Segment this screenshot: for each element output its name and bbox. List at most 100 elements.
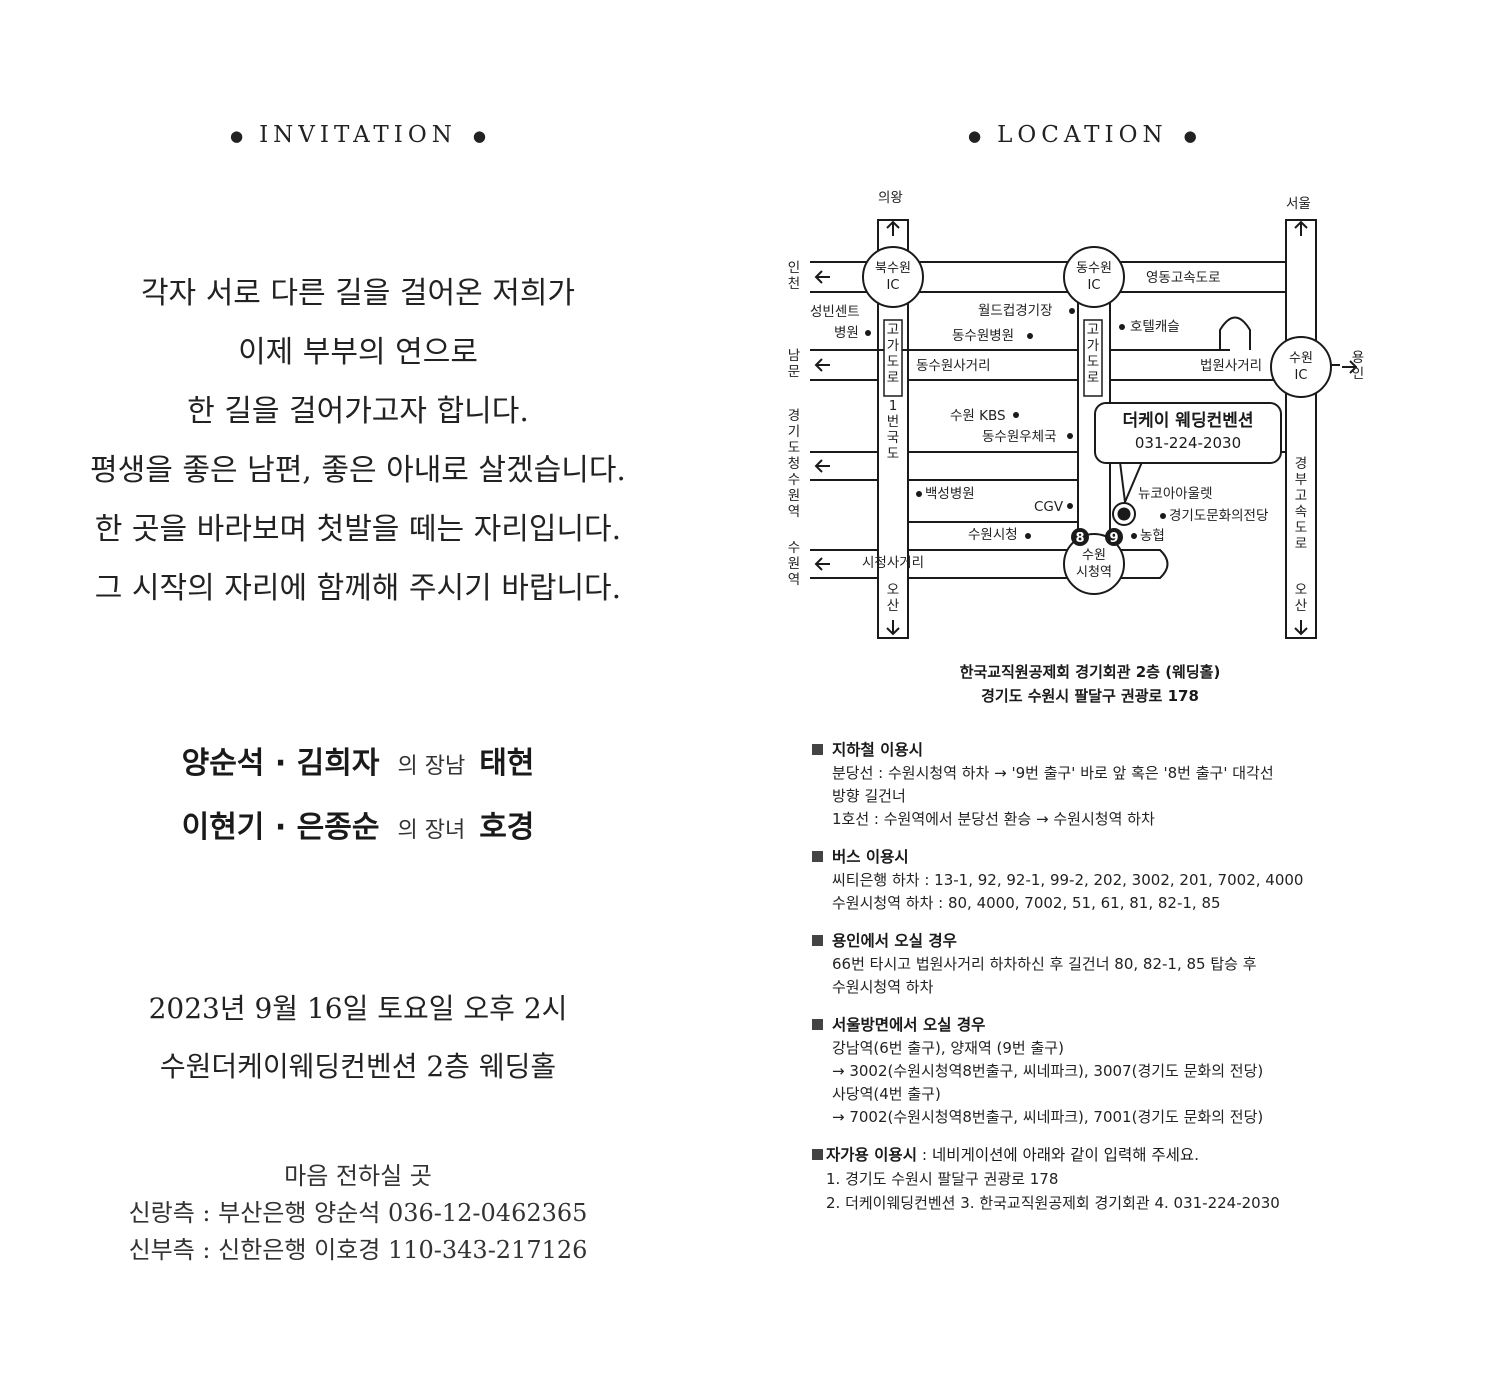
map-label-gyeonggi-station: 경기도청수원역 [787,408,801,520]
address-line-1: 한국교직원공제회 경기회관 2층 (웨딩홀) [959,663,1221,681]
invitation-message: 각자 서로 다른 길을 걸어온 저희가 이제 부부의 연으로 한 길을 걸어가고… [0,264,716,618]
arrow-incheon [814,270,830,284]
arrow-gyeonggi [814,459,830,473]
arrow-yongin [1342,360,1358,374]
section-line: 66번 타시고 법원사거리 하차하신 후 길건너 80, 82-1, 85 탑승… [832,955,1257,973]
arrow-seoul [1294,220,1308,236]
road-gyeonggi [810,451,1286,481]
exit-9-circle [1105,528,1123,546]
invitation-panel: ●INVITATION● 각자 서로 다른 길을 걸어온 저희가 이제 부부의 … [0,0,720,1380]
section-line: 강남역(6번 출구), 양재역 (9번 출구) [832,1039,1064,1057]
event-venue: 수원더케이웨딩컨벤션 2층 웨딩홀 [159,1050,557,1083]
section-line: → 7002(수원시청역8번출구, 씨네파크), 7001(경기도 문화의 전당… [832,1108,1264,1126]
map-label-route1: 1번국도 [886,398,900,462]
map-label-cgv: CGV [1034,499,1064,515]
arrow-osan-right [1294,620,1308,636]
section-title: 용인에서 오실 경우 [832,932,957,950]
map-label-dongsuwon-ic: 동수원 IC [1076,261,1112,293]
map-label-nonghyup: 농협 [1140,528,1165,544]
exit-8-label: 8 [1075,531,1084,546]
car-line-1: 1. 경기도 수원시 팔달구 권광로 178 [826,1170,1059,1188]
section-line: 방향 길건너 [832,787,906,805]
venue-marker-inner [1117,507,1131,521]
map-label-hotel-castle: 호텔캐슬 [1130,319,1180,335]
map-label-gyeonggi-arts: 경기도문화의전당 [1169,508,1269,524]
map-label-dongsuwon-post: 동수원우체국 [982,429,1057,445]
event-info: 2023년 9월 16일 토요일 오후 2시 수원더케이웨딩컨벤션 2층 웨딩홀 [0,980,716,1096]
groom-relation: 의 장남 [397,754,466,779]
square-bullet-icon [812,1019,823,1030]
groom-parents: 양순석 · 김희자 [181,746,380,781]
location-map: 8 9 의왕 서울 인천 남문 경기도청수원역 수원역 용인 오산 오산 경부고… [780,180,1370,650]
location-heading: ●LOCATION● [952,122,1213,148]
section-line: 수원시청역 하차 : 80, 4000, 7002, 51, 61, 81, 8… [832,894,1221,912]
venue-pointer [1119,461,1143,506]
bus-section: 버스 이용시 씨티은행 하차 : 13-1, 92, 92-1, 99-2, 2… [812,845,1432,915]
road-namun [810,349,1340,381]
section-line: → 3002(수원시청역8번출구, 씨네파크), 3007(경기도 문화의 전당… [832,1062,1264,1080]
square-bullet-icon [812,744,823,755]
venue-phone: 031-224-2030 [1134,434,1242,452]
square-bullet-icon [812,935,823,946]
bride-account: 신부측 : 신한은행 이호경 110-343-217126 [128,1236,588,1264]
section-title: 서울방면에서 오실 경우 [832,1016,986,1034]
section-line: 분당선 : 수원시청역 하차 → '9번 출구' 바로 앞 혹은 '8번 출구'… [832,764,1274,782]
section-line: 씨티은행 하차 : 13-1, 92, 92-1, 99-2, 202, 300… [832,871,1304,889]
dongsuwon-ic-circle [1063,246,1125,308]
venue-address: 한국교직원공제회 경기회관 2층 (웨딩홀) 경기도 수원시 팔달구 권광로 1… [780,660,1400,708]
map-label-yongin: 용인 [1351,350,1365,382]
arrow-nammun [814,358,830,372]
road-route1 [877,219,909,639]
map-label-dongsuwon-hospital: 동수원병원 [952,328,1015,344]
car-title: 자가용 이용시 [826,1146,917,1164]
map-label-worldcup: 월드컵경기장 [978,303,1053,319]
car-line-2: 2. 더케이웨딩컨벤션 3. 한국교직원공제회 경기회관 4. 031-224-… [826,1194,1280,1212]
map-label-court-crossroad: 법원사거리 [1200,358,1263,374]
map-label-cityhall-crossroad: 시청사거리 [862,555,925,571]
bullet-icon: ● [1183,127,1197,145]
map-label-suwon-kbs: 수원 KBS [950,408,1006,424]
directions: 지하철 이용시 분당선 : 수원시청역 하차 → '9번 출구' 바로 앞 혹은… [812,738,1432,1229]
bullet-icon: ● [968,127,982,145]
map-label-nammun: 남문 [787,348,801,380]
section-line: 사당역(4번 출구) [832,1085,941,1103]
map-label-sungvincent: 성빈센트 [810,304,860,320]
message-line: 이제 부부의 연으로 [238,335,478,370]
map-label-osan-left: 오산 [886,582,900,614]
map-label-osan-right: 오산 [1294,582,1308,614]
square-bullet-icon [812,851,823,862]
message-line: 각자 서로 다른 길을 걸어온 저희가 [140,276,576,311]
map-label-uiwang: 의왕 [878,190,903,206]
message-line: 평생을 좋은 남편, 좋은 아내로 살겠습니다. [90,453,626,488]
seoul-section: 서울방면에서 오실 경우 강남역(6번 출구), 양재역 (9번 출구) → 3… [812,1013,1432,1129]
map-label-gogado-2: 고가도로 [1086,322,1100,386]
subway-section: 지하철 이용시 분당선 : 수원시청역 하차 → '9번 출구' 바로 앞 혹은… [812,738,1432,831]
map-label-seoul: 서울 [1286,196,1311,212]
section-title: 지하철 이용시 [832,741,923,759]
map-label-suwon-station: 수원역 [787,540,801,588]
account-info: 마음 전하실 곳 신랑측 : 부산은행 양순석 036-12-0462365 신… [0,1158,716,1269]
arrow-suwon-station [814,557,830,571]
suwon-ic-circle [1270,336,1332,398]
map-label-hospital: 병원 [834,325,859,341]
map-label-bukswon-ic: 북수원 IC [875,261,911,293]
account-title: 마음 전하실 곳 [284,1162,432,1190]
exit-8-circle [1071,528,1089,546]
road-block [908,479,1079,523]
road-cityhall [810,549,1169,579]
invitation-heading: ●INVITATION● [214,122,502,148]
message-line: 한 곳을 바라보며 첫발을 떼는 자리입니다. [94,512,622,547]
cityhall-station-circle [1063,533,1125,595]
yongin-section: 용인에서 오실 경우 66번 타시고 법원사거리 하차하신 후 길건너 80, … [812,929,1432,999]
groom-account: 신랑측 : 부산은행 양순석 036-12-0462365 [128,1199,588,1227]
map-roads: 8 9 [810,219,1358,639]
venue-name: 더케이 웨딩컨벤션 [1122,411,1254,431]
event-date: 2023년 9월 16일 토요일 오후 2시 [148,992,568,1025]
arrow-osan-left [886,620,900,636]
map-label-baekseong: 백성병원 [925,486,975,502]
bride-relation: 의 장녀 [397,818,466,843]
map-label-incheon: 인천 [787,260,801,292]
gogado-box-1 [883,319,903,397]
